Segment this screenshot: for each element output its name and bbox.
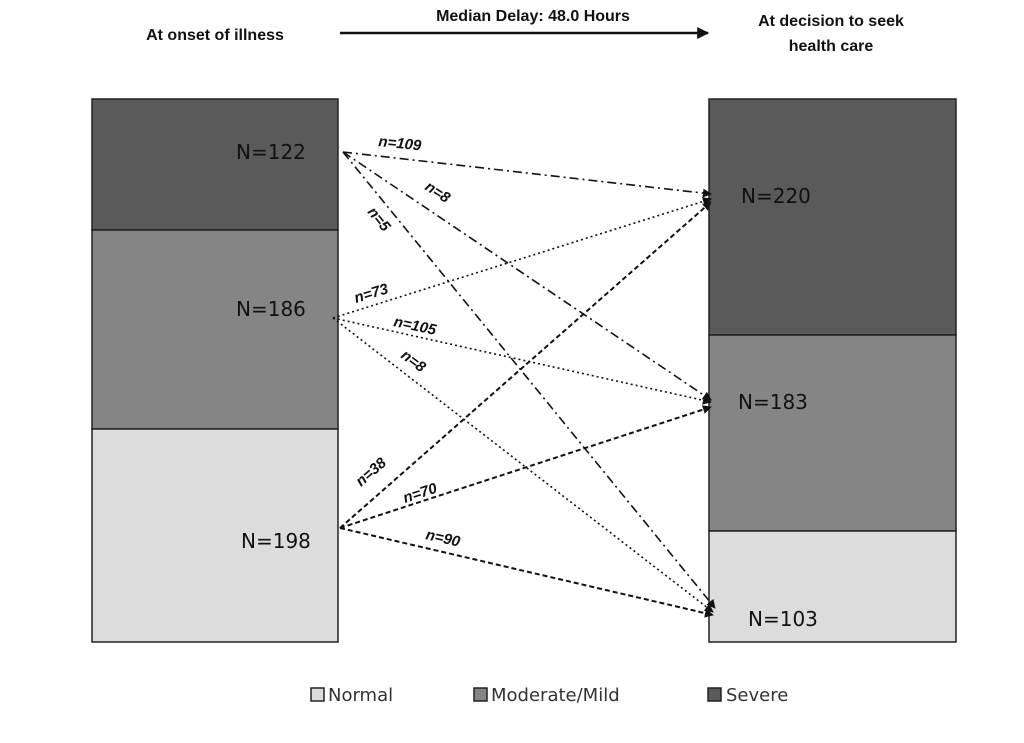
- flow-label-moderate-moderate: n=105: [392, 313, 438, 339]
- legend-severe-swatch: [707, 687, 722, 702]
- decision-severe-segment: [708, 98, 957, 336]
- flow-normal-to-moderate: [339, 405, 712, 529]
- flow-label-severe-normal: n=5: [364, 204, 394, 236]
- decision-moderate-segment: [708, 334, 957, 532]
- header-onset: At onset of illness: [146, 27, 284, 44]
- legend-normal-label: Normal: [328, 685, 393, 706]
- flow-label-moderate-severe: n=73: [352, 280, 391, 307]
- flow-label-severe-severe: n=109: [378, 133, 423, 154]
- flow-severe-to-severe: [342, 151, 712, 198]
- flow-moderate-to-moderate: [332, 317, 712, 405]
- onset-normal-label: N=198: [241, 529, 311, 553]
- decision-moderate-label: N=183: [738, 390, 808, 414]
- flow-normal-to-normal: [339, 527, 714, 618]
- legend-moderate-swatch: [473, 687, 488, 702]
- header-delay: Median Delay: 48.0 Hours: [436, 8, 630, 25]
- flow-normal-to-severe: [339, 201, 712, 529]
- onset-severe-segment: [91, 98, 339, 231]
- flow-label-normal-normal: n=90: [424, 526, 462, 550]
- flow-label-normal-severe: n=38: [352, 454, 390, 490]
- flow-label-moderate-normal: n=8: [398, 347, 430, 377]
- legend-moderate-label: Moderate/Mild: [491, 685, 620, 706]
- header-decision-line2: health care: [789, 38, 874, 55]
- decision-normal-label: N=103: [748, 607, 818, 631]
- onset-normal-segment: [91, 428, 339, 643]
- decision-normal-segment: [708, 530, 957, 643]
- onset-moderate-segment: [91, 229, 339, 430]
- flow-severe-to-normal: [342, 151, 716, 609]
- flow-moderate-to-severe: [332, 197, 712, 319]
- flow-moderate-to-normal: [332, 317, 714, 613]
- onset-severe-label: N=122: [236, 140, 306, 164]
- header-decision-line1: At decision to seek: [758, 13, 904, 30]
- legend-normal-swatch: [310, 687, 325, 702]
- decision-severe-label: N=220: [741, 184, 811, 208]
- legend-severe-label: Severe: [726, 685, 788, 706]
- flow-label-severe-moderate: n=8: [422, 178, 454, 207]
- onset-moderate-label: N=186: [236, 297, 306, 321]
- flow-severe-to-moderate: [342, 151, 712, 401]
